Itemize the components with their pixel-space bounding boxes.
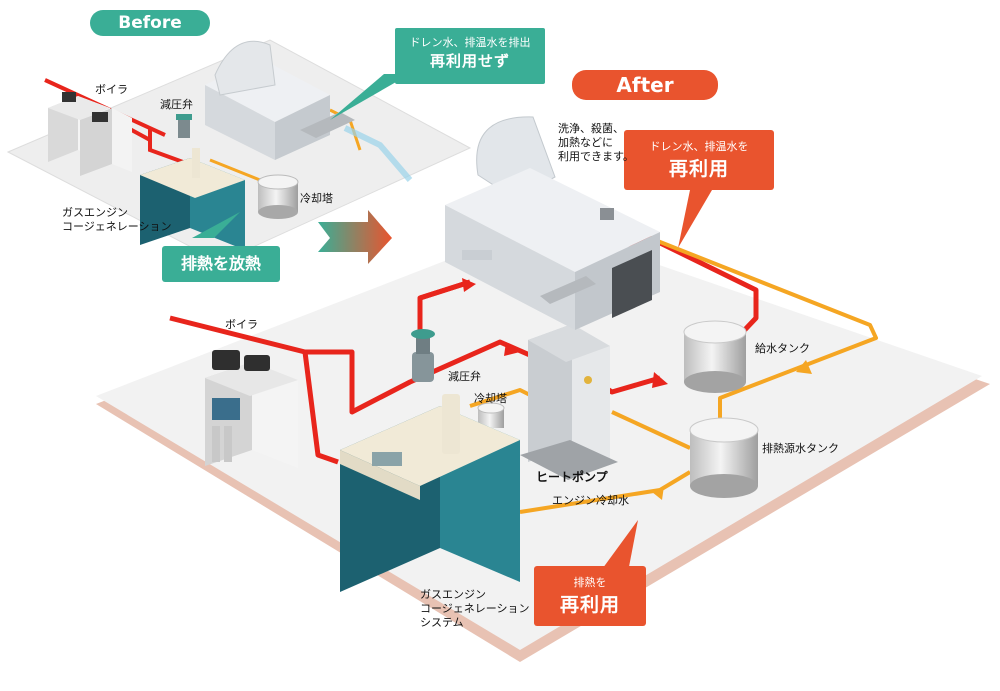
after-washing-machine — [445, 116, 660, 330]
after-gas-engine — [340, 394, 520, 592]
after-usage-line3: 利用できます。 — [558, 150, 634, 163]
after-waste-heat-tank — [689, 417, 759, 498]
before-cooling-tower — [257, 174, 299, 219]
before-washing-machine — [205, 40, 413, 182]
after-waste-tank-label: 排熱源水タンク — [762, 442, 839, 455]
before-drain-callout-line1: ドレン水、排温水を排出 — [409, 36, 531, 49]
after-engine-label-line3: システム — [420, 616, 464, 629]
heat-reuse-callout-line2: 再利用 — [559, 594, 620, 616]
before-drain-callout-line2: 再利用せず — [429, 52, 510, 70]
after-feed-tank-label: 給水タンク — [755, 342, 810, 355]
heat-reuse-pointer — [600, 520, 638, 572]
before-boiler-label: ボイラ — [95, 83, 128, 96]
heat-reuse-callout: 排熱を 再利用 — [534, 566, 646, 626]
heat-release-text: 排熱を放熱 — [180, 254, 261, 273]
transition-arrow — [318, 210, 392, 264]
after-badge: After — [572, 70, 718, 100]
after-cooling-tower-label: 冷却塔 — [474, 392, 507, 405]
after-feed-water-tank — [683, 320, 747, 393]
after-valve-label: 減圧弁 — [448, 370, 481, 383]
after-usage-line2: 加熱などに — [558, 136, 613, 149]
before-engine-label-line2: コージェネレーション — [62, 220, 172, 233]
after-hot-water-arrows — [652, 360, 812, 500]
before-pressure-valve — [176, 114, 192, 138]
before-callout-pointer — [330, 74, 410, 120]
after-drain-callout: ドレン水、排温水を 再利用 — [624, 130, 774, 190]
after-cooling-tower — [477, 402, 505, 428]
after-heat-pump-label: ヒートポンプ — [536, 470, 608, 484]
after-steam-arrows — [462, 278, 668, 388]
after-usage-line1: 洗浄、殺菌、 — [558, 122, 624, 135]
after-engine-label-line2: コージェネレーション — [420, 602, 530, 615]
after-pressure-valve — [411, 329, 435, 382]
after-drain-callout-line2: 再利用 — [668, 158, 729, 180]
after-engine-label-line1: ガスエンジン — [420, 588, 486, 601]
after-engine-coolant-label: エンジン冷却水 — [552, 494, 629, 507]
before-valve-label: 減圧弁 — [160, 98, 193, 111]
before-cooling-tower-label: 冷却塔 — [300, 192, 333, 205]
after-boiler — [205, 350, 298, 468]
after-callout-pointer — [678, 190, 712, 248]
heat-release-pointer — [192, 212, 240, 238]
after-boiler-label: ボイラ — [225, 318, 258, 331]
before-badge: Before — [90, 10, 210, 36]
heat-release-callout: 排熱を放熱 — [162, 246, 280, 282]
after-drain-callout-line1: ドレン水、排温水を — [649, 140, 749, 153]
before-engine-label-line1: ガスエンジン — [62, 206, 128, 219]
before-gas-engine — [140, 148, 245, 250]
before-drain-callout: ドレン水、排温水を排出 再利用せず — [395, 28, 545, 84]
after-heat-pump — [520, 324, 618, 480]
heat-reuse-callout-line1: 排熱を — [573, 576, 607, 589]
before-boiler — [48, 92, 132, 176]
